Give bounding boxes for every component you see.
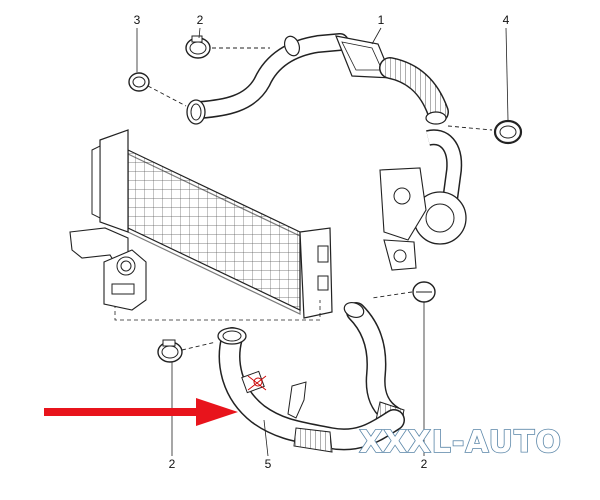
callout-1: 1 xyxy=(378,13,385,27)
callout-2-top: 2 xyxy=(197,13,204,27)
turbocharger xyxy=(379,129,467,271)
upper-intercooler-pipe xyxy=(186,33,449,125)
red-pointer-arrow xyxy=(44,398,238,426)
callout-3: 3 xyxy=(134,13,141,27)
hose-clamp-left xyxy=(128,72,150,92)
hose-clamp-bottom-right xyxy=(412,281,436,303)
callout-4: 4 xyxy=(503,13,510,27)
callout-2-bottom-left: 2 xyxy=(169,457,176,471)
seal-ring xyxy=(493,119,523,145)
lower-intercooler-pipe xyxy=(217,327,405,453)
hose-clamp-top xyxy=(185,35,211,59)
callout-5: 5 xyxy=(265,457,272,471)
lower-right-pipe xyxy=(343,301,405,429)
intercooler xyxy=(91,129,333,321)
hose-clamp-bottom-left xyxy=(157,339,183,363)
assembly-lines xyxy=(147,47,493,351)
callout-2-bottom-right: 2 xyxy=(421,457,428,471)
watermark: XXXL-AUTO xyxy=(359,425,562,460)
mounting-bracket xyxy=(69,227,147,311)
